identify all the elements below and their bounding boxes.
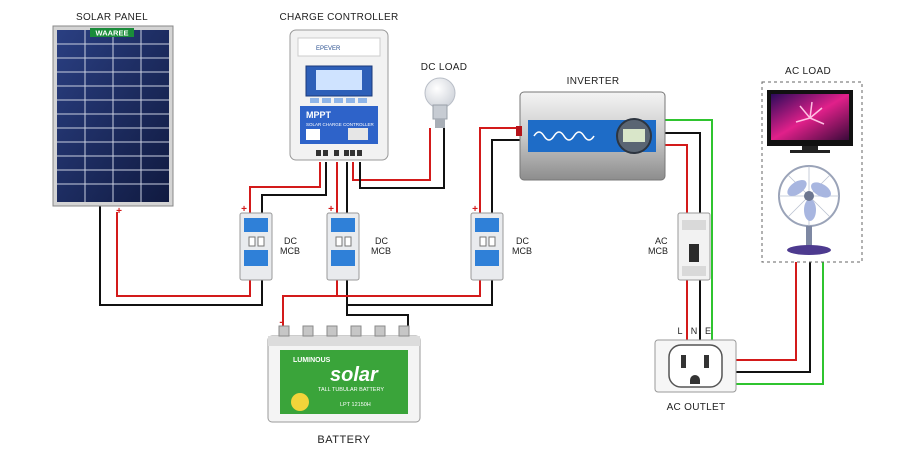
svg-text:EPEVER: EPEVER: [316, 46, 341, 52]
outlet-terminal-n: N: [691, 326, 698, 336]
wire-panel-negative: [99, 205, 263, 306]
controller-subtitle: SOLAR CHARGE CONTROLLER: [306, 122, 375, 127]
solar-panel-icon: WAAREE: [52, 25, 174, 207]
charge-controller-label: CHARGE CONTROLLER: [279, 12, 398, 23]
wire-mcb1-controller-neg: [261, 162, 327, 213]
fan-icon: [778, 165, 840, 255]
mcb1-positive-sign: +: [241, 204, 247, 215]
ac-load-box: [761, 81, 863, 263]
controller-mppt: MPPT: [306, 110, 332, 120]
battery-icon: LUMINOUS solar TALL TUBULAR BATTERY LPT …: [267, 325, 421, 423]
battery-negative-sign: -: [279, 317, 282, 328]
wire-mcb3-inverter-pos: [479, 127, 520, 213]
mcb2-label-line2: MCB: [371, 246, 391, 256]
wire-inverter-acmcb-neutral: [665, 132, 701, 213]
dc-mcb-3: [470, 212, 504, 281]
mcb2-label-line1: DC: [375, 236, 388, 246]
charge-controller-icon: EPEVER MPPT SOLAR CHARGE CONTROLLER: [289, 29, 389, 161]
battery-brand-top: LUMINOUS: [293, 357, 331, 364]
battery-brand-main: solar: [330, 364, 379, 386]
battery-model: LPT 12150H: [340, 402, 371, 408]
ac-mcb: [677, 212, 711, 281]
battery-subtitle: TALL TUBULAR BATTERY: [318, 387, 384, 393]
wire-inverter-earth: [665, 119, 713, 340]
mcb2-positive-sign: +: [328, 204, 334, 215]
outlet-terminal-e: E: [705, 326, 711, 336]
wire-mcb1-controller-pos: [249, 162, 321, 213]
solar-panel-label: SOLAR PANEL: [76, 12, 148, 23]
ac-mcb-label-line2: MCB: [648, 246, 668, 256]
outlet-terminal-l: L: [677, 326, 682, 336]
wire-mcb2-battery-pos: [282, 280, 338, 330]
mcb3-positive-sign: +: [472, 204, 478, 215]
wire-battery-mcb3-pos: [337, 280, 481, 297]
mcb1-label-line2: MCB: [280, 246, 300, 256]
wiring: [99, 119, 824, 385]
panel-brand: WAAREE: [96, 29, 129, 38]
tv-icon: [767, 90, 853, 153]
ac-outlet-label: AC OUTLET: [667, 402, 726, 413]
mcb1-label-line1: DC: [284, 236, 297, 246]
mcb3-label-line2: MCB: [512, 246, 532, 256]
wire-mcb3-inverter-neg: [491, 139, 520, 213]
inverter-icon: [516, 91, 666, 181]
wire-dcload-neg: [359, 128, 445, 189]
wire-mcb2-battery-neg: [346, 280, 409, 330]
outlet-icon: [654, 339, 737, 393]
wire-dcload-pos: [352, 128, 431, 181]
dc-load-label: DC LOAD: [421, 62, 468, 73]
battery-label: BATTERY: [317, 434, 370, 446]
panel-positive-sign: +: [116, 206, 122, 217]
inverter-label: INVERTER: [567, 76, 620, 87]
wire-inverter-acmcb-line: [665, 144, 688, 213]
ac-load-label: AC LOAD: [785, 66, 831, 77]
ac-mcb-label-line1: AC: [655, 236, 668, 246]
mcb-icon: + DC MCB + DC MCB + DC MCB: [239, 204, 711, 281]
wire-panel-positive: [116, 212, 251, 297]
wire-outlet-acload-line: [736, 262, 797, 361]
dc-mcb-2: [326, 212, 360, 281]
wire-battery-mcb3-neg: [347, 280, 493, 306]
mcb3-label-line1: DC: [516, 236, 529, 246]
wire-outlet-acload-neutral: [736, 262, 811, 373]
bulb-icon: [424, 77, 456, 128]
dc-mcb-1: [239, 212, 273, 281]
wire-outlet-acload-earth: [736, 262, 824, 385]
